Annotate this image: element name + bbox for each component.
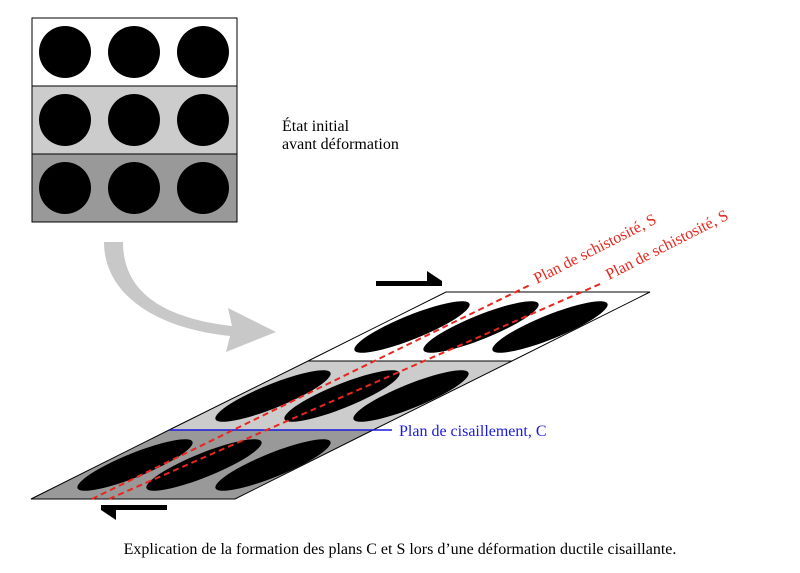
shear-sense-bottom [101,505,167,520]
shear-sense-top [376,271,442,286]
sheared-block [30,291,651,500]
initial-state-line1: État initial [282,118,350,135]
grain [39,26,91,78]
grain [39,94,91,146]
initial-state-line2: avant déformation [282,136,399,153]
grain [177,26,229,78]
grain [39,162,91,214]
grain [177,94,229,146]
figure-caption: Explication de la formation des plans C … [123,541,677,558]
initial-state-label: État initial avant déformation [282,118,399,154]
transformation-arrow [104,242,276,352]
shear-plane-label: Plan de cisaillement, C [399,423,547,440]
grain-ellipse [423,301,539,353]
schistosity-line-1 [91,284,531,500]
initial-grains [39,26,229,214]
grain-ellipse [215,439,331,491]
grain [108,94,160,146]
grain [108,162,160,214]
initial-block [31,17,238,223]
grain-ellipse [77,439,193,491]
grain-ellipse [492,301,608,353]
grain-ellipse [353,370,469,422]
grain-ellipse [215,370,331,422]
grain [108,26,160,78]
grain-ellipse [354,301,470,353]
grain-ellipse [146,439,262,491]
schistosity-label-2: Plan de schistosité, S [603,207,731,283]
grain [177,162,229,214]
